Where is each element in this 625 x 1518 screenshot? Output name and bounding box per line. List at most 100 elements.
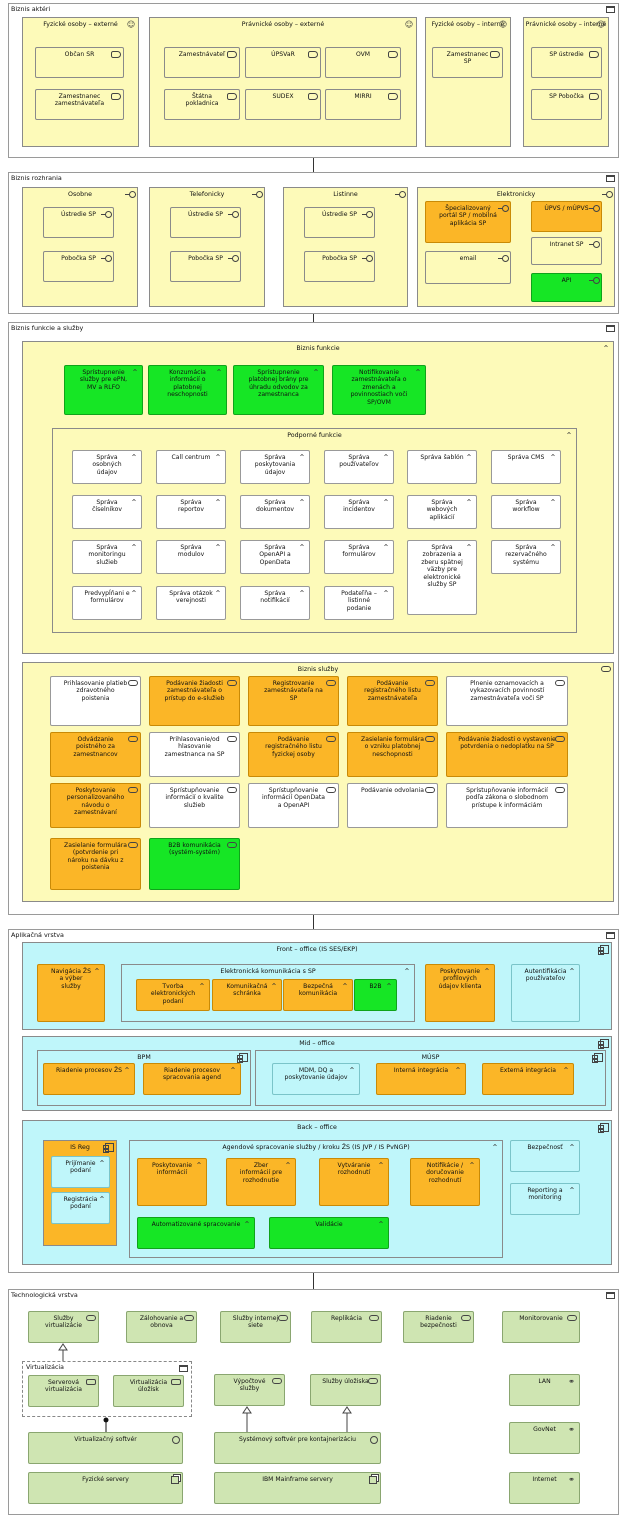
business-service[interactable]: Registrovanie zamestnávateľa na SP: [248, 676, 339, 726]
business-service[interactable]: Podávanie žiadosti o vystavenie potvrden…: [446, 732, 568, 777]
business-service[interactable]: Sprístupňovanie informácií o kvalite slu…: [149, 783, 240, 828]
app-autentifikacia[interactable]: Autentifikácia používateľov⌃: [511, 964, 580, 1022]
support-function[interactable]: Správa workflow⌃: [491, 495, 561, 529]
support-function[interactable]: Správa webových aplikácií⌃: [407, 495, 477, 529]
interface-list-pobocka[interactable]: Pobočka SP: [304, 251, 375, 282]
tech-monitorovanie[interactable]: Monitorovanie: [502, 1311, 580, 1343]
tech-virtualizacny-softver[interactable]: Virtualizačný softvér: [28, 1432, 183, 1464]
business-service[interactable]: Prihlasovanie/od hlasovanie zamestnanca …: [149, 732, 240, 777]
support-function[interactable]: Správa OpenAPI a OpenData⌃: [240, 540, 310, 574]
support-function[interactable]: Správa poskytovania údajov⌃: [240, 450, 310, 484]
actor-zamestnanec-zam[interactable]: Zamestnanec zamestnávateľa: [35, 89, 124, 120]
app-komunikacna-schranka[interactable]: Komunikačná schránka⌃: [212, 979, 282, 1011]
app-bezpecna-komunikacia[interactable]: Bezpečná komunikácia⌃: [283, 979, 353, 1011]
app-riadenie-zs[interactable]: Riadenie procesov ŽS⌃: [43, 1063, 135, 1095]
app-automatizovane[interactable]: Automatizované spracovanie⌃: [137, 1217, 255, 1249]
support-function[interactable]: Správa zobrazenia a zberu spätnej väzby …: [407, 540, 477, 615]
actor-group-fo-ext[interactable]: Fyzické osoby – externé☺: [22, 17, 139, 147]
actor-upsvar[interactable]: ÚPSVaR: [245, 47, 321, 78]
tech-internet[interactable]: Internet⚭: [509, 1472, 580, 1504]
interface-upvs[interactable]: ÚPVS / mÚPVS: [531, 201, 602, 232]
interface-osobne-pobocka[interactable]: Pobočka SP: [43, 251, 114, 282]
interface-api[interactable]: API: [531, 273, 602, 302]
tech-riadenie-bezpecnosti[interactable]: Riadenie bezpečnosti: [403, 1311, 474, 1343]
support-function[interactable]: Správa monitoringu služieb⌃: [72, 540, 142, 574]
tech-serverova-virtualizacia[interactable]: Serverová virtualizácia: [28, 1375, 99, 1407]
tech-sluzby-virtualizacie[interactable]: Služby virtualizácie: [28, 1311, 99, 1343]
actor-mirri[interactable]: MIRRI: [325, 89, 401, 120]
tech-systemovy-softver[interactable]: Systémový softvér pre kontajnerizáciu: [214, 1432, 381, 1464]
actor-group-fo-int[interactable]: Fyzické osoby – interné☺: [425, 17, 511, 147]
support-function[interactable]: Správa incidentov⌃: [324, 495, 394, 529]
business-service[interactable]: Plnenie oznamovacích a vykazovacích povi…: [446, 676, 568, 726]
actor-sp-ustredie[interactable]: SP ústredie: [531, 47, 602, 78]
business-service[interactable]: Podávanie registračného listu zamestnáva…: [347, 676, 438, 726]
app-externa-integracia[interactable]: Externá integrácia⌃: [482, 1063, 574, 1095]
interface-tel-ustredie[interactable]: Ústredie SP: [170, 207, 241, 238]
interface-email[interactable]: email: [425, 251, 511, 284]
support-function[interactable]: Správa osobných údajov⌃: [72, 450, 142, 484]
tech-sluzby-uloziska[interactable]: Služby úložiska: [310, 1374, 381, 1406]
app-validacie[interactable]: Validácie⌃: [269, 1217, 389, 1249]
app-notifikacie[interactable]: Notifikácie / doručovanie rozhodnutí⌃: [410, 1158, 480, 1206]
tech-replikacia[interactable]: Replikácia: [311, 1311, 382, 1343]
business-service[interactable]: Sprístupňovanie informácií OpenData a Op…: [248, 783, 339, 828]
business-service[interactable]: Prihlasovanie platieb zdravotného poiste…: [50, 676, 141, 726]
actor-sp-pobocka[interactable]: SP Pobočka: [531, 89, 602, 120]
support-function[interactable]: Správa používateľov⌃: [324, 450, 394, 484]
support-function[interactable]: Správa šablón⌃: [407, 450, 477, 484]
app-registracia-podani[interactable]: Registrácia podaní⌃: [51, 1192, 110, 1224]
actor-obcan-sr[interactable]: Občan SR: [35, 47, 124, 78]
support-function[interactable]: Správa číselníkov⌃: [72, 495, 142, 529]
business-service[interactable]: Podávanie žiadosti zamestnávateľa o prís…: [149, 676, 240, 726]
interface-tel-pobocka[interactable]: Pobočka SP: [170, 251, 241, 282]
support-function[interactable]: Správa formulárov⌃: [324, 540, 394, 574]
tech-zalohovanie[interactable]: Zálohovanie a obnova: [126, 1311, 197, 1343]
tech-fyzicke-servery[interactable]: Fyzické servery: [28, 1472, 183, 1504]
app-vytvaranie-rozhodnuti[interactable]: Vytváranie rozhodnutí⌃: [319, 1158, 389, 1206]
tech-govnet[interactable]: GovNet⚭: [509, 1422, 580, 1454]
tech-vypoctove-sluzby[interactable]: Výpočtové služby: [214, 1374, 285, 1406]
app-interna-integracia[interactable]: Interná integrácia⌃: [376, 1063, 466, 1095]
app-tvorba-podani[interactable]: Tvorba elektronických podaní⌃: [136, 979, 210, 1011]
tech-sluzby-internej-siete[interactable]: Služby internej siete: [220, 1311, 291, 1343]
function-platobna-brana[interactable]: Sprístupnenie platobnej brány pre úhradu…: [233, 365, 324, 415]
support-function[interactable]: Správa CMS⌃: [491, 450, 561, 484]
app-mdm-dq[interactable]: MDM, DQ a poskytovanie údajov⌃: [272, 1063, 360, 1095]
app-profilove-udaje[interactable]: Poskytovanie profilových údajov klienta⌃: [425, 964, 495, 1022]
actor-statna-pokladnica[interactable]: Štátna pokladnica: [164, 89, 240, 120]
interface-portal-sp[interactable]: Špecializovaný portál SP / mobilná aplik…: [425, 201, 511, 243]
support-function[interactable]: Podateľňa – listinné podanie⌃: [324, 586, 394, 620]
tech-ibm-mainframe[interactable]: IBM Mainframe servery: [214, 1472, 381, 1504]
app-b2b[interactable]: B2B⌃: [354, 979, 397, 1011]
business-service[interactable]: B2B komunikácia (systém-systém): [149, 838, 240, 890]
function-ePN[interactable]: Sprístupnenie služby pre ePN, MV a RLFO⌃: [64, 365, 143, 415]
support-function[interactable]: Predvypĺňani e formulárov⌃: [72, 586, 142, 620]
app-bezpecnost[interactable]: Bezpečnosť⌃: [510, 1140, 580, 1172]
actor-group-po-ext[interactable]: Právnické osoby – externé☺: [149, 17, 417, 147]
interface-intranet[interactable]: Intranet SP: [531, 237, 602, 265]
support-function[interactable]: Správa rezervačného systému⌃: [491, 540, 561, 574]
support-function[interactable]: Call centrum⌃: [156, 450, 226, 484]
tech-lan[interactable]: LAN⚭: [509, 1374, 580, 1406]
app-poskytovanie-informacii[interactable]: Poskytovanie informácií⌃: [137, 1158, 207, 1206]
business-service[interactable]: Sprístupňovanie informácií podľa zákona …: [446, 783, 568, 828]
business-service[interactable]: Zasielanie formulára (potvrdenie pri nár…: [50, 838, 141, 890]
support-function[interactable]: Správa reportov⌃: [156, 495, 226, 529]
business-service[interactable]: Poskytovanie personalizovaného návodu o …: [50, 783, 141, 828]
interface-group-telefonicky[interactable]: Telefonicky: [149, 187, 265, 307]
actor-group-po-int[interactable]: Právnické osoby – interné☺: [523, 17, 609, 147]
support-function[interactable]: Správa otázok verejnosti⌃: [156, 586, 226, 620]
tech-virtualizacia-ulozisk[interactable]: Virtualizácia úložísk: [113, 1375, 184, 1407]
actor-sudex[interactable]: SUDEX: [245, 89, 321, 120]
function-konzumacia[interactable]: Konzumácia informácií o platobnej nescho…: [148, 365, 227, 415]
app-reporting[interactable]: Reporting a monitoring⌃: [510, 1183, 580, 1215]
interface-osobne-ustredie[interactable]: Ústredie SP: [43, 207, 114, 238]
app-riadenie-agend[interactable]: Riadenie procesov spracovania agend⌃: [143, 1063, 241, 1095]
actor-zamestnanec-sp[interactable]: Zamestnanec SP: [432, 47, 503, 78]
support-function[interactable]: Správa modulov⌃: [156, 540, 226, 574]
app-zber-informacii[interactable]: Zber informácií pre rozhodnutie⌃: [226, 1158, 296, 1206]
interface-group-listinne[interactable]: Listinne: [283, 187, 408, 307]
interface-list-ustredie[interactable]: Ústredie SP: [304, 207, 375, 238]
function-notifikovanie[interactable]: Notifikovanie zamestnávateľa o zmenách a…: [332, 365, 426, 415]
